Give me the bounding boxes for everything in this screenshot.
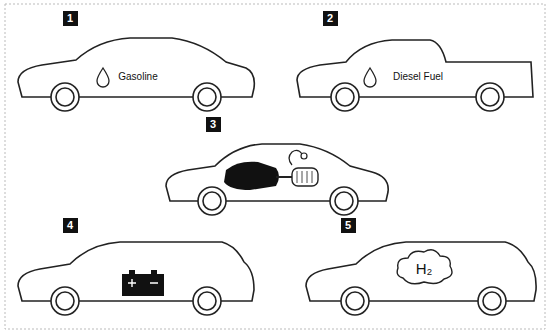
engine (224, 162, 279, 190)
fuel-label: Gasoline (118, 72, 157, 82)
callout-number: 3 (206, 117, 221, 132)
fuel-label: Diesel Fuel (393, 72, 443, 82)
callout-number: 2 (323, 11, 338, 26)
fuel-drop (97, 68, 109, 87)
frame (5, 4, 545, 329)
hydrogen-cloud (397, 250, 452, 284)
wheels (51, 83, 506, 315)
callout-number: 5 (341, 218, 356, 233)
callout-number: 4 (63, 218, 78, 233)
shaft (276, 176, 292, 178)
callout-number: 1 (63, 11, 78, 26)
battery (122, 274, 164, 296)
motor (292, 168, 318, 186)
fuel-drop (364, 68, 376, 87)
cable (289, 150, 302, 165)
hydrogen-label: H₂ (416, 261, 433, 276)
